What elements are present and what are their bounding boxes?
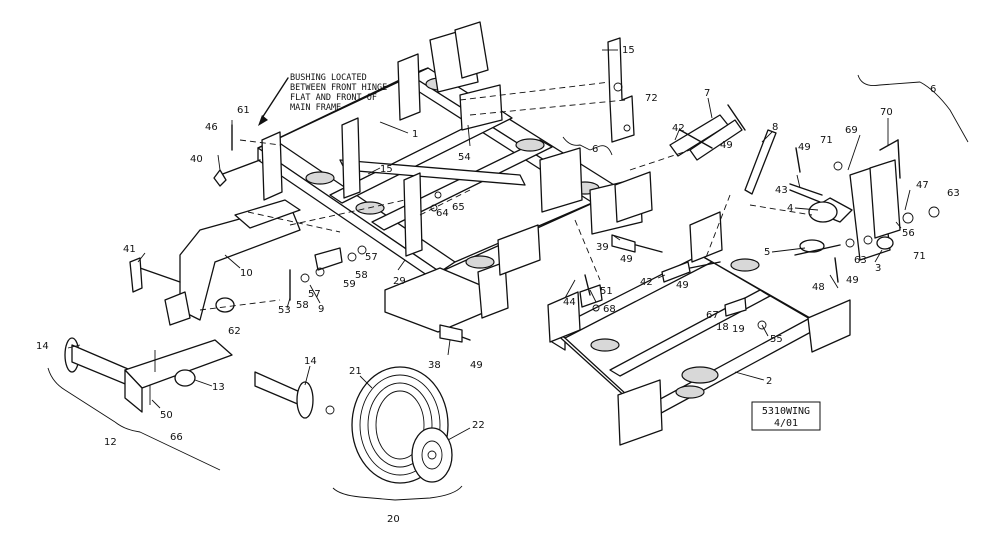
callout-43: 43: [775, 185, 788, 196]
wheel-tire-assembly: [351, 366, 453, 484]
callout-14-left: 14: [36, 341, 49, 352]
drawing-stamp: 5310WING 4/01: [751, 401, 821, 431]
callout-18: 18: [716, 322, 729, 333]
note-line-4: MAIN FRAME: [290, 103, 341, 113]
callout-61: 61: [237, 105, 250, 116]
callout-46: 46: [205, 122, 218, 133]
callout-7: 7: [704, 88, 710, 99]
callout-42-upper: 42: [672, 123, 685, 134]
hinge-assembly: [789, 139, 940, 261]
note-line-1: BUSHING LOCATED: [290, 73, 367, 83]
callout-20: 20: [387, 514, 400, 525]
callout-57-right: 57: [365, 252, 378, 263]
callout-14-right: 14: [304, 356, 317, 367]
callout-58-left: 58: [296, 300, 309, 311]
callout-67: 67: [706, 310, 719, 321]
callout-65: 65: [452, 202, 465, 213]
callout-59: 59: [343, 279, 356, 290]
callout-63-lower: 63: [854, 255, 867, 266]
callout-56: 56: [902, 228, 915, 239]
note-line-2: BETWEEN FRONT HINGE: [290, 83, 387, 93]
axle-arm: [164, 199, 301, 326]
callout-8: 8: [772, 122, 778, 133]
callout-labels: 1 2 3 4 5 6 6 7 8 9 10 12 13 14 14 15 15…: [36, 45, 960, 525]
callout-1: 1: [412, 129, 418, 140]
callout-39: 39: [596, 242, 609, 253]
callout-15-center: 15: [380, 164, 393, 175]
callout-63-right: 63: [947, 188, 960, 199]
assembly-lines: [199, 81, 813, 311]
callout-49-hinge: 49: [798, 142, 811, 153]
callout-70: 70: [880, 107, 893, 118]
callout-6-main: 6: [592, 144, 598, 155]
callout-62: 62: [228, 326, 241, 337]
callout-38: 38: [428, 360, 441, 371]
callout-49-pin: 49: [620, 254, 633, 265]
callout-3: 3: [875, 263, 881, 274]
callout-12: 12: [104, 437, 117, 448]
axle-assembly: [64, 337, 335, 419]
callout-48: 48: [812, 282, 825, 293]
callout-54: 54: [458, 152, 471, 163]
callout-49-hitch: 49: [470, 360, 483, 371]
callout-9: 9: [318, 304, 324, 315]
callout-21: 21: [349, 366, 362, 377]
callout-5: 5: [764, 247, 770, 258]
main-frame: [257, 21, 653, 333]
callout-50: 50: [160, 410, 173, 421]
callout-2: 2: [766, 376, 772, 387]
callout-10: 10: [240, 268, 253, 279]
callout-64: 64: [436, 208, 449, 219]
callout-4: 4: [787, 203, 793, 214]
callout-42-lower: 42: [640, 277, 653, 288]
callout-49-wing: 49: [676, 280, 689, 291]
callout-40: 40: [190, 154, 203, 165]
callout-29: 29: [393, 276, 406, 287]
callout-41: 41: [123, 244, 136, 255]
callout-49-lower: 49: [846, 275, 859, 286]
bushing-note: BUSHING LOCATED BETWEEN FRONT HINGE FLAT…: [258, 73, 387, 126]
callout-72: 72: [645, 93, 658, 104]
links: [669, 104, 777, 195]
callout-66: 66: [170, 432, 183, 443]
callout-49-link: 49: [720, 140, 733, 151]
callout-15-bracket: 15: [622, 45, 635, 56]
callout-71-lower: 71: [913, 251, 926, 262]
callout-22: 22: [472, 420, 485, 431]
group-braces: [47, 74, 969, 501]
leader-lines: [67, 49, 911, 441]
callout-44: 44: [563, 297, 576, 308]
callout-19: 19: [732, 324, 745, 335]
callout-53: 53: [278, 305, 291, 316]
callout-71-upper: 71: [820, 135, 833, 146]
stamp-line-1: 5310WING: [762, 406, 810, 417]
callout-58-right: 58: [355, 270, 368, 281]
callout-6-hinge: 6: [930, 84, 936, 95]
note-line-3: FLAT AND FRONT OF: [290, 93, 377, 103]
callout-13: 13: [212, 382, 225, 393]
callout-47: 47: [916, 180, 929, 191]
callout-57-left: 57: [308, 289, 321, 300]
callout-55: 55: [770, 334, 783, 345]
callout-68: 68: [603, 304, 616, 315]
stamp-line-2: 4/01: [774, 418, 798, 429]
wing-frame: [547, 211, 851, 446]
callout-51: 51: [600, 286, 613, 297]
callout-69: 69: [845, 125, 858, 136]
